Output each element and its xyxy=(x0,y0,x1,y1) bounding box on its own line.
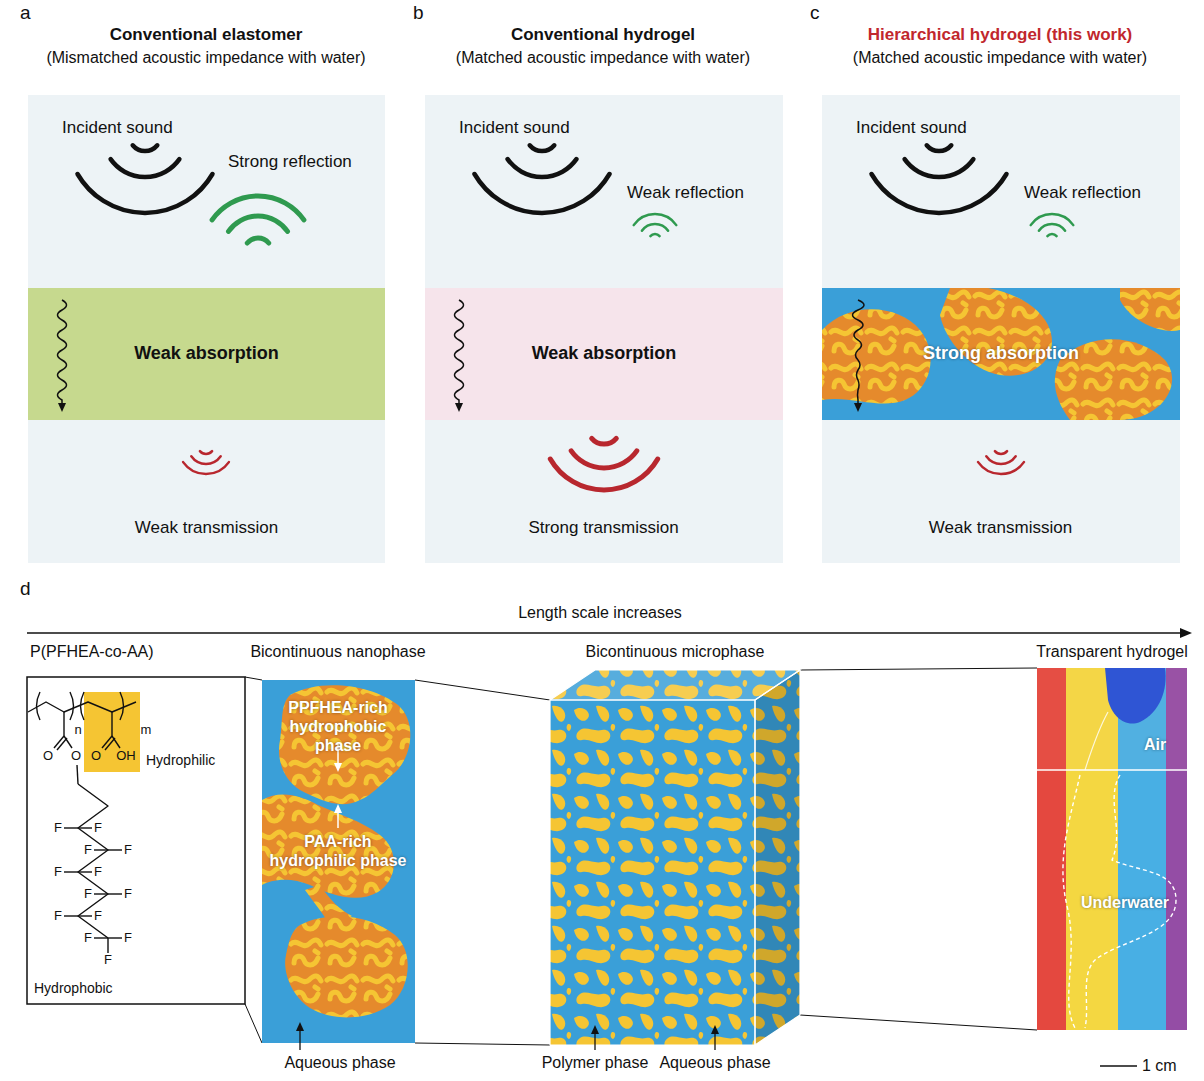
text-label: Incident sound xyxy=(459,118,570,138)
panel-heading: Hierarchical hydrogel (this work) xyxy=(800,25,1200,45)
panel: Conventional hydrogel(Matched acoustic i… xyxy=(425,95,783,563)
panel-subheading: (Matched acoustic impedance with water) xyxy=(800,48,1200,67)
phase-label: PPFHEA-rich hydrophobic phase xyxy=(268,698,408,756)
panel-subheading: (Mismatched acoustic impedance with wate… xyxy=(6,48,406,67)
panel-heading: P(PFHEA-co-AA) xyxy=(30,642,154,661)
absorber-slab: Weak absorption xyxy=(28,288,385,420)
photo-box: Transparent hydrogelAirUnderwater xyxy=(1037,668,1187,1030)
panel-letter: c xyxy=(810,2,820,25)
zoom-lines xyxy=(245,668,1037,1045)
slab-label: Weak absorption xyxy=(28,343,385,365)
absorber-slab: Strong absorption xyxy=(822,288,1180,420)
text-label: Hydrophilic xyxy=(146,752,215,769)
atom-label: O xyxy=(38,748,58,764)
text-label: Strong reflection xyxy=(228,152,352,172)
weak-transmission-waves xyxy=(183,451,229,474)
structure-box: P(PFHEA-co-AA)HydrophilicHydrophobic xyxy=(27,677,245,1004)
strong-reflection-waves xyxy=(212,196,304,243)
atom-label: F xyxy=(118,842,138,858)
atom-label: F xyxy=(78,842,98,858)
phase-label: PAA-rich hydrophilic phase xyxy=(268,832,408,870)
text-label: Weak transmission xyxy=(28,518,385,538)
incident-sound-waves xyxy=(872,145,1007,213)
atom-label: F xyxy=(48,820,68,836)
text-label: Hydrophobic xyxy=(34,980,113,997)
signal-arrowheads xyxy=(58,403,862,412)
panel-heading: Transparent hydrogel xyxy=(1027,642,1197,661)
photo-label: Underwater xyxy=(1068,893,1182,912)
weak-reflection-waves xyxy=(1031,214,1074,236)
panel: Hierarchical hydrogel (this work)(Matche… xyxy=(822,95,1180,563)
panel-subheading: (Matched acoustic impedance with water) xyxy=(403,48,803,67)
slab-label: Weak absorption xyxy=(425,343,783,365)
text-label: Incident sound xyxy=(856,118,967,138)
atom-label: n xyxy=(68,722,88,738)
text-label: Weak transmission xyxy=(822,518,1179,538)
absorber-slab: Weak absorption xyxy=(425,288,783,420)
text-label: Weak reflection xyxy=(627,183,744,203)
phase-label: Polymer phase xyxy=(535,1053,655,1072)
text-label: Weak reflection xyxy=(1024,183,1141,203)
atom-label: F xyxy=(118,886,138,902)
incident-sound-waves xyxy=(78,145,213,213)
atom-label: F xyxy=(88,820,108,836)
atom-label: F xyxy=(78,930,98,946)
phase-label: Aqueous phase xyxy=(655,1053,775,1072)
microphase-cube: Bicontinuous microphasePolymer phaseAque… xyxy=(550,670,800,1045)
panel-heading: Bicontinuous microphase xyxy=(575,642,775,661)
panel: Conventional elastomer(Mismatched acoust… xyxy=(28,95,385,563)
atom-label: F xyxy=(78,886,98,902)
slab-label: Strong absorption xyxy=(822,343,1180,365)
weak-reflection-waves xyxy=(634,214,677,236)
atom-label: F xyxy=(88,864,108,880)
strong-transmission-waves xyxy=(550,438,657,490)
weak-transmission-waves xyxy=(978,451,1024,474)
atom-label: m xyxy=(136,722,156,738)
panel-letter: b xyxy=(413,2,424,25)
panel-heading: Bicontinuous nanophase xyxy=(238,642,438,661)
nanophase-illustration xyxy=(262,680,415,1050)
panel-heading: Conventional hydrogel xyxy=(403,25,803,45)
photo-label: Air xyxy=(1128,735,1182,754)
atom-label: F xyxy=(88,908,108,924)
atom-label: F xyxy=(48,908,68,924)
atom-label: F xyxy=(118,930,138,946)
text-label: Strong transmission xyxy=(425,518,782,538)
atom-label: O xyxy=(86,748,106,764)
atom-label: OH xyxy=(114,748,138,764)
atom-label: O xyxy=(66,748,86,764)
phase-label: Aqueous phase xyxy=(270,1053,410,1072)
chemical-structure xyxy=(27,677,245,1004)
length-scale-arrow xyxy=(27,628,1192,638)
text-label: Incident sound xyxy=(62,118,173,138)
incident-sound-waves xyxy=(475,145,610,213)
atom-label: F xyxy=(98,952,118,968)
nanophase-box: Bicontinuous nanophasePPFHEA-rich hydrop… xyxy=(262,680,415,1043)
panel-letter: d xyxy=(20,578,31,601)
panel-backgrounds xyxy=(28,95,1180,563)
axis-label: Length scale increases xyxy=(450,603,750,622)
panel-letter: a xyxy=(20,2,31,25)
microphase-cube xyxy=(550,670,800,1050)
panel-heading: Conventional elastomer xyxy=(6,25,406,45)
scale-label: 1 cm xyxy=(1142,1056,1177,1075)
hydrogel-photo xyxy=(1037,668,1187,1066)
atom-label: F xyxy=(48,864,68,880)
